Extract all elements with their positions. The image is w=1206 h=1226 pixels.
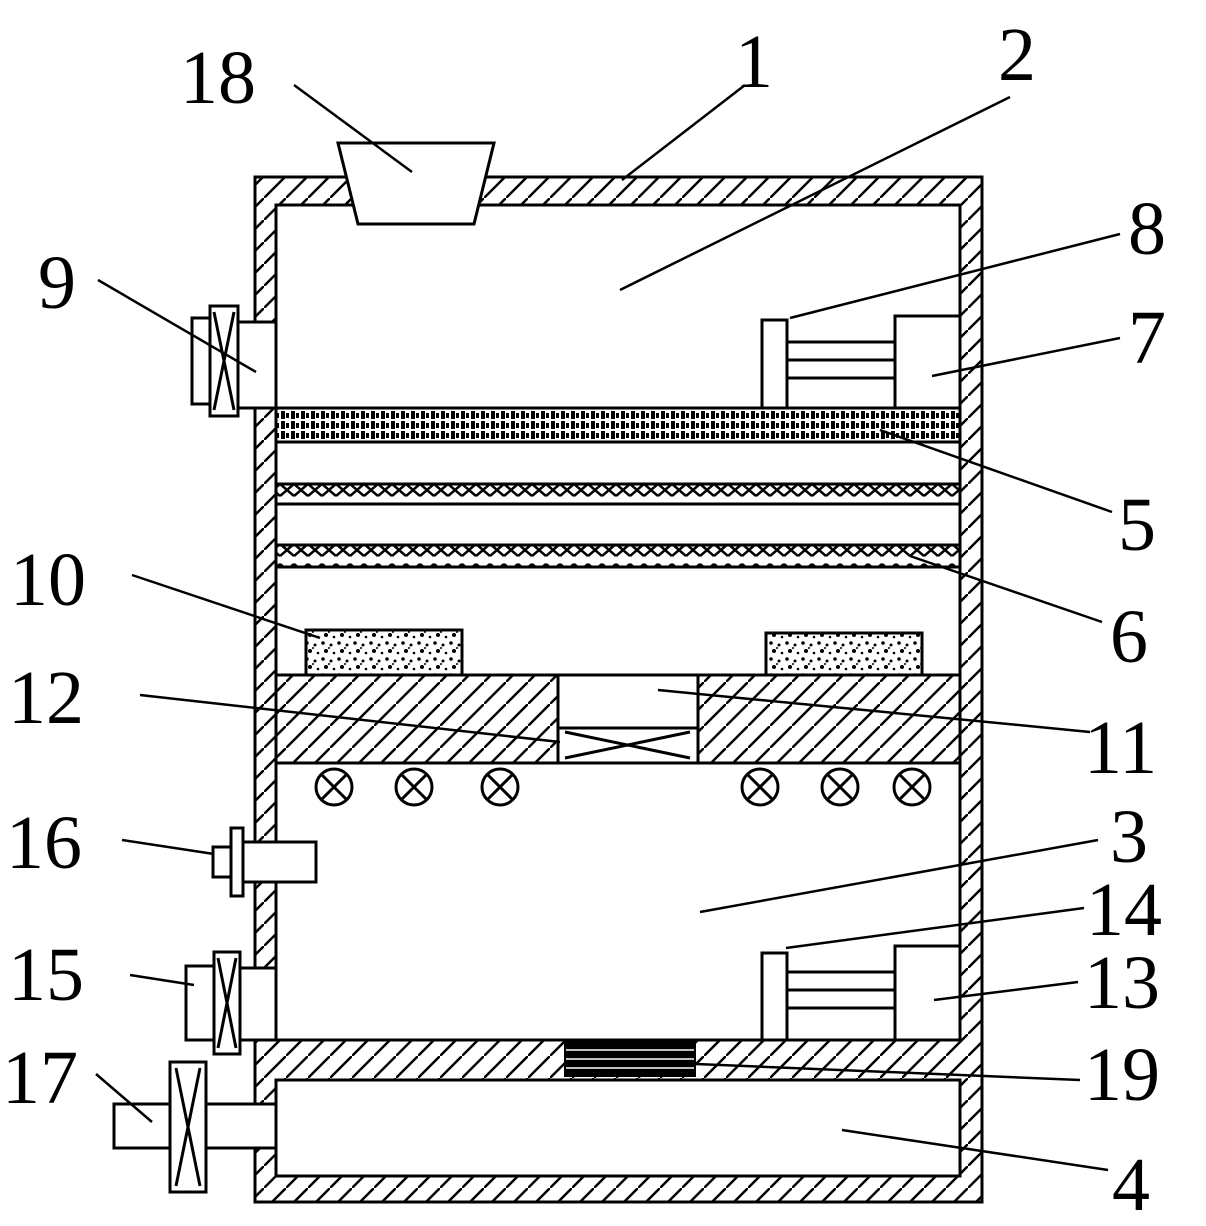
upper-cylinder [760,314,962,410]
fan-upper [190,304,278,418]
label-3: 3 [1110,795,1148,879]
uv-lamps [314,767,932,807]
lower-cylinder [760,944,962,1042]
label-10: 10 [10,538,86,622]
filter-screen-bottom [274,543,962,569]
label-8: 8 [1128,187,1166,271]
label-16: 16 [6,801,82,885]
label-13: 13 [1084,941,1160,1025]
label-11: 11 [1084,706,1157,790]
filter-screen-top [274,406,962,444]
label-12: 12 [8,656,84,740]
filter-screen-middle [274,482,962,506]
label-9: 9 [38,241,76,325]
label-17: 17 [2,1036,78,1120]
label-19: 19 [1084,1033,1160,1117]
label-18: 18 [180,36,256,120]
label-5: 5 [1118,483,1156,567]
adsorption-block-left [304,628,464,677]
label-7: 7 [1128,296,1166,380]
leader-lines [95,83,1121,1172]
label-15: 15 [8,933,84,1017]
label-14: 14 [1086,868,1162,952]
fan-lower [112,1060,278,1194]
label-4: 4 [1112,1143,1150,1226]
label-1: 1 [735,20,773,104]
middle-partition [274,673,962,765]
valve [211,826,318,898]
label-6: 6 [1110,595,1148,679]
adsorption-block-right [764,631,924,677]
label-2: 2 [998,13,1036,97]
fan-middle [184,950,278,1056]
feed-hopper [336,141,496,226]
